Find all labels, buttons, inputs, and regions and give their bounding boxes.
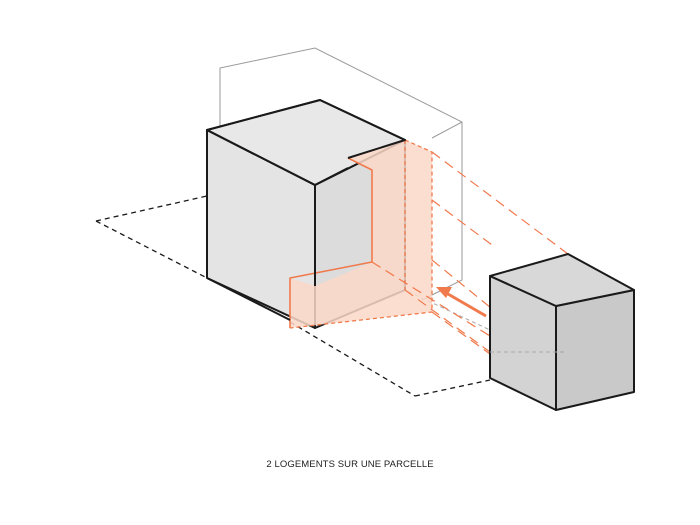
small-block-side-face	[555, 289, 635, 411]
small-block	[489, 253, 635, 411]
diagram-caption: 2 LOGEMENTS SUR UNE PARCELLE	[266, 459, 434, 470]
projection-lines	[371, 151, 569, 355]
small-block-top-face	[489, 253, 635, 307]
arrow-left-orange-icon	[436, 287, 487, 318]
main-block-outline	[206, 99, 406, 321]
ghost-volume	[219, 47, 463, 301]
extension-dashed-edge	[289, 139, 433, 329]
parcel-outline	[95, 195, 491, 397]
extension-fill	[290, 140, 432, 328]
